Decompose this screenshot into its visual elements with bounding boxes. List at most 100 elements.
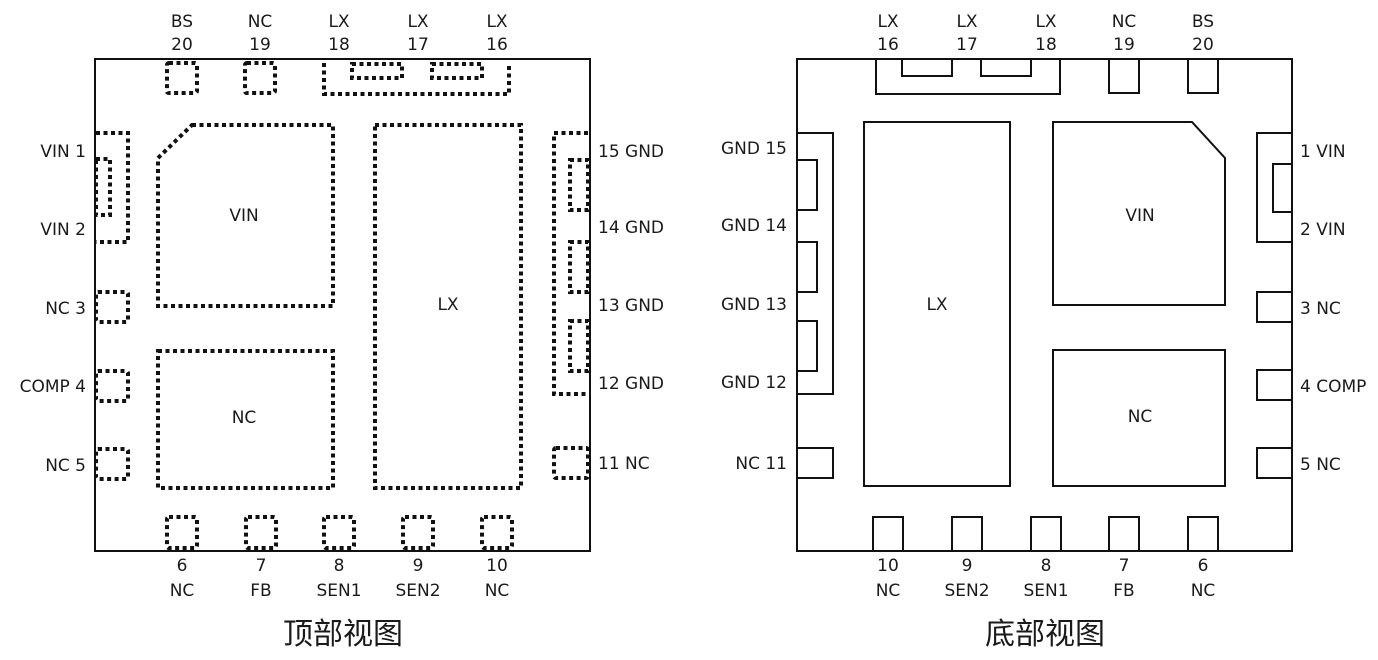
left-pin-5-pad: [94, 447, 130, 481]
right-pin-label: 12 GND: [598, 374, 664, 394]
bottom-view-pin-3-pad: [1256, 291, 1293, 323]
right-gnd-gap-2: [568, 240, 590, 294]
bottom-view-pin-6-pad: [1187, 516, 1219, 552]
top-pin-20-pad: [165, 61, 199, 95]
bottom-pin-label-num: 8: [1041, 556, 1052, 576]
bottom-lx-exposed-pad: [863, 121, 1011, 487]
top-pin-label-name: BS: [1192, 12, 1214, 32]
bottom-pin-label-name: NC: [170, 581, 195, 601]
bottom-pin-label-name: SEN2: [395, 581, 440, 601]
top-pin-label-name: NC: [1112, 12, 1137, 32]
left-pin-label: COMP 4: [20, 377, 86, 397]
top-pin-label-num: 19: [249, 35, 271, 55]
top-pin-17-18-gap: [350, 62, 404, 80]
right-pin-label: 4 COMP: [1300, 377, 1366, 397]
bottom-pin-label-name: FB: [1113, 581, 1134, 601]
bottom-pin-label-num: 7: [256, 556, 267, 576]
top-pin-label-num: 19: [1113, 35, 1135, 55]
bottom-pin-label-num: 7: [1119, 556, 1130, 576]
right-pin-label: 1 VIN: [1300, 142, 1346, 162]
top-pin-19-pad: [243, 61, 277, 95]
bottom-pin-label-name: NC: [1191, 581, 1216, 601]
bottom-pin-6-pad: [165, 515, 199, 550]
right-pin-11-pad: [552, 446, 590, 480]
bottom-view-pin-20-pad: [1187, 58, 1219, 94]
bottom-pin-label-num: 9: [962, 556, 973, 576]
bottom-view-pin-8-pad: [1030, 516, 1062, 552]
right-pin-label: 11 NC: [598, 454, 650, 474]
right-gnd-pin-group: [552, 131, 588, 396]
top-pin-label-name: LX: [407, 12, 428, 32]
left-pin-label: GND 12: [721, 373, 787, 393]
top-pin-label-num: 17: [407, 35, 429, 55]
right-pin-label: 15 GND: [598, 142, 664, 162]
bottom-view-pin-11-pad: [796, 447, 834, 479]
bottom-view-lx-gap-1: [901, 58, 953, 77]
right-pin-label: 14 GND: [598, 218, 664, 238]
top-view-package-outline: [94, 58, 591, 552]
bottom-view-pin-5-pad: [1256, 447, 1293, 479]
left-pin-label: VIN 1: [40, 142, 86, 162]
top-lx-exposed-pad: [373, 123, 523, 490]
top-pin-label-name: LX: [486, 12, 507, 32]
bottom-view-gnd-gap-1: [796, 159, 818, 211]
top-lx-pad-label: LX: [437, 295, 458, 315]
right-gnd-gap-1: [568, 158, 590, 212]
left-pin-3-pad: [94, 290, 130, 324]
left-pin-label: GND 14: [721, 216, 787, 236]
left-pin-label: GND 15: [721, 139, 787, 159]
bottom-lx-pad-label: LX: [926, 295, 947, 315]
left-pin-label: GND 13: [721, 295, 787, 315]
left-pin-label: NC 11: [735, 454, 787, 474]
bottom-view-gnd-pin-group: [797, 132, 834, 395]
bottom-view-pin-9-pad: [951, 516, 983, 552]
bottom-pin-7-pad: [244, 515, 278, 550]
top-pin-label-num: 17: [956, 35, 978, 55]
right-pin-label: 3 NC: [1300, 299, 1341, 319]
top-view: BS 20 NC 19 LX 18 LX 17 LX 16 6 NC 7 FB …: [20, 12, 664, 652]
top-view-caption: 顶部视图: [283, 617, 403, 652]
left-pin-label: NC 3: [45, 299, 86, 319]
top-pin-label-num: 18: [1035, 35, 1057, 55]
bottom-pin-8-pad: [322, 515, 356, 550]
bottom-view-gnd-gap-3: [796, 320, 818, 372]
bottom-nc-pad-label: NC: [1128, 407, 1153, 427]
top-nc-pad-label: NC: [232, 408, 257, 428]
bottom-view-lx-gap-2: [980, 58, 1032, 77]
right-gnd-gap-3: [568, 319, 590, 373]
bottom-vin-exposed-pad: [1052, 121, 1226, 306]
top-nc-exposed-pad: [156, 349, 335, 490]
right-pin-label: 13 GND: [598, 296, 664, 316]
top-pin-label-num: 16: [877, 35, 899, 55]
bottom-pin-label-name: SEN2: [944, 581, 989, 601]
top-pin-label-name: NC: [248, 12, 273, 32]
bottom-view-pin-10-pad: [872, 516, 904, 552]
bottom-pin-label-name: NC: [876, 581, 901, 601]
bottom-view-vin-gap: [1272, 163, 1293, 213]
left-pin-label: NC 5: [45, 456, 86, 476]
top-pin-label-num: 18: [328, 35, 350, 55]
bottom-pin-label-num: 6: [1198, 556, 1209, 576]
bottom-pin-label-num: 10: [486, 556, 508, 576]
bottom-view-pin-19-pad: [1108, 58, 1140, 94]
top-vin-exposed-pad: [156, 123, 335, 308]
top-pin-label-num: 20: [171, 35, 193, 55]
left-pin-4-pad: [94, 369, 130, 403]
bottom-view-pin-4-pad: [1256, 369, 1293, 401]
bottom-vin-pad-label: VIN: [1125, 206, 1154, 226]
bottom-view: LX 16 LX 17 LX 18 NC 19 BS 20 10 NC 9 SE…: [721, 12, 1366, 652]
bottom-view-caption: 底部视图: [985, 617, 1105, 652]
top-pin-label-name: LX: [328, 12, 349, 32]
top-pin-label-name: LX: [877, 12, 898, 32]
bottom-view-lx-pin-bridge: [875, 59, 1061, 95]
left-vin-pin-gap: [94, 157, 112, 217]
right-pin-label: 5 NC: [1300, 455, 1341, 475]
bottom-pin-label-name: SEN1: [316, 581, 361, 601]
bottom-pin-label-name: NC: [485, 581, 510, 601]
left-pin-label: VIN 2: [40, 220, 86, 240]
top-pin-label-num: 20: [1192, 35, 1214, 55]
right-pin-label: 2 VIN: [1300, 220, 1346, 240]
top-vin-pad-label: VIN: [229, 206, 258, 226]
left-vin-pin-group: [96, 131, 130, 244]
